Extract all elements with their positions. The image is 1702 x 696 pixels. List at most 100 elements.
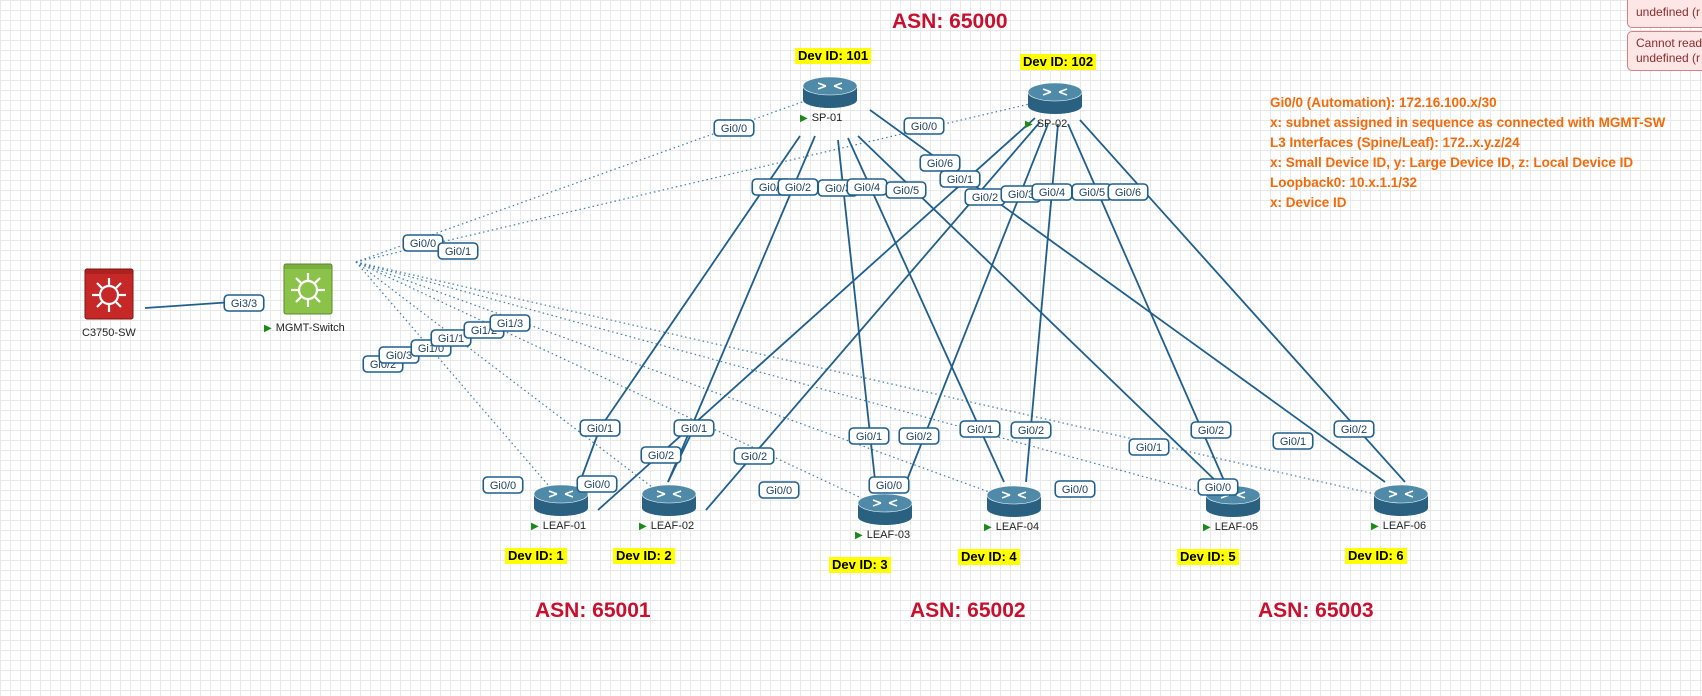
- port-label-box: [437, 242, 479, 260]
- error-toast-text: undefined (r: [1636, 51, 1701, 65]
- port-label[interactable]: Gi0/2: [898, 427, 940, 445]
- node-name-text: SP-01: [811, 112, 843, 124]
- port-label[interactable]: Gi0/2: [777, 178, 819, 196]
- node-name-label[interactable]: ▶SP-01: [800, 112, 842, 124]
- port-label-box: [1054, 480, 1096, 498]
- port-label[interactable]: Gi0/2: [1010, 421, 1052, 439]
- port-label[interactable]: Gi0/0: [758, 481, 800, 499]
- port-label[interactable]: Gi0/4: [846, 178, 888, 196]
- port-label[interactable]: Gi0/4: [1031, 183, 1073, 201]
- port-label-text: Gi0/1: [967, 424, 993, 436]
- node-name-label[interactable]: ▶LEAF-06: [1371, 520, 1426, 532]
- link-sp02-leaf03[interactable]: [904, 123, 1049, 486]
- node-name-label[interactable]: ▶LEAF-03: [855, 529, 910, 541]
- router-arrow: [564, 493, 574, 498]
- port-label[interactable]: Gi0/2: [1190, 421, 1232, 439]
- link-mgmt-leaf02[interactable]: [355, 261, 670, 501]
- port-label-text: Gi0/0: [490, 480, 516, 492]
- port-label[interactable]: Gi0/0: [402, 234, 444, 252]
- asn-label-leaf-group-3: ASN: 65003: [1258, 599, 1374, 622]
- node-leaf04[interactable]: [986, 485, 1042, 517]
- node-leaf06[interactable]: [1373, 484, 1429, 516]
- node-leaf03[interactable]: [857, 493, 913, 525]
- router-top: [641, 484, 697, 504]
- dev-id-badge: Dev ID: 4: [958, 549, 1020, 565]
- router-base: [858, 509, 912, 525]
- node-mgmt[interactable]: [283, 263, 333, 315]
- link-sp02-leaf02[interactable]: [705, 121, 1041, 511]
- dev-id-badge: Dev ID: 1: [505, 548, 567, 564]
- link-mgmt-leaf01[interactable]: [355, 261, 562, 501]
- port-label[interactable]: Gi0/0: [482, 476, 524, 494]
- node-leaf02[interactable]: [641, 484, 697, 516]
- port-label[interactable]: Gi0/0: [903, 117, 945, 135]
- port-label[interactable]: Gi3/3: [223, 294, 265, 312]
- port-label[interactable]: Gi0/1: [579, 419, 621, 437]
- link-mgmt-leaf05[interactable]: [355, 261, 1234, 502]
- port-label-text: Gi0/1: [856, 431, 882, 443]
- port-label[interactable]: Gi0/5: [885, 181, 927, 199]
- error-toast-text: undefined (r: [1636, 5, 1701, 19]
- port-label[interactable]: Gi0/1: [959, 420, 1001, 438]
- link-mgmt-leaf03[interactable]: [355, 261, 886, 510]
- port-label[interactable]: Gi0/2: [1333, 420, 1375, 438]
- port-label[interactable]: Gi0/2: [964, 188, 1006, 206]
- router-arrow: [1042, 88, 1052, 93]
- switch-emblem-arrow: [115, 301, 122, 308]
- port-label[interactable]: Gi1/3: [489, 314, 531, 332]
- port-label[interactable]: Gi0/1: [673, 419, 715, 437]
- router-arrow: [872, 502, 882, 507]
- port-label[interactable]: Gi0/0: [1054, 480, 1096, 498]
- asn-label-leaf-group-2: ASN: 65002: [910, 599, 1026, 622]
- port-label-box: [673, 419, 715, 437]
- link-segment-sp01-leaf01[interactable]: [579, 427, 601, 483]
- node-name-label[interactable]: ▶LEAF-05: [1203, 521, 1258, 533]
- router-arrow: [1236, 494, 1246, 499]
- port-label[interactable]: Gi0/5: [1071, 183, 1113, 201]
- node-name-label[interactable]: ▶LEAF-04: [984, 521, 1039, 533]
- port-label-box: [713, 119, 755, 137]
- port-label[interactable]: Gi0/1: [437, 242, 479, 260]
- link-mgmt-leaf06[interactable]: [355, 261, 1402, 501]
- nodes-layer: [84, 76, 1429, 525]
- node-name-label[interactable]: ▶SP-02: [1025, 118, 1067, 130]
- error-toast[interactable]: Cannot read undefined (r: [1627, 31, 1702, 71]
- node-sp01[interactable]: [802, 76, 858, 108]
- note-line: L3 Interfaces (Spine/Leaf): 172..x.y.z/2…: [1270, 135, 1520, 150]
- switch-emblem-arrow: [295, 296, 302, 303]
- node-name-label[interactable]: C3750-SW: [82, 327, 136, 339]
- port-label[interactable]: Gi0/6: [1107, 183, 1149, 201]
- node-leaf01[interactable]: [533, 484, 589, 516]
- port-label-text: Gi0/2: [648, 450, 674, 462]
- port-label[interactable]: Gi0/0: [713, 119, 755, 137]
- dev-id-badge: Dev ID: 101: [795, 48, 872, 64]
- link-mgmt-leaf04[interactable]: [355, 261, 1015, 502]
- port-label[interactable]: Gi0/0: [868, 476, 910, 494]
- node-name-label[interactable]: ▶LEAF-01: [531, 520, 586, 532]
- port-label-text: Gi0/2: [1198, 425, 1224, 437]
- port-label[interactable]: Gi0/2: [640, 446, 682, 464]
- node-c3750[interactable]: [84, 268, 134, 320]
- port-label[interactable]: Gi0/6: [919, 154, 961, 172]
- port-label[interactable]: Gi0/1: [848, 427, 890, 445]
- node-sp02[interactable]: [1027, 82, 1083, 114]
- port-label[interactable]: Gi0/1: [1128, 438, 1170, 456]
- router-arrow: [888, 499, 898, 504]
- port-label[interactable]: Gi0/1: [939, 170, 981, 188]
- node-name-label[interactable]: ▶MGMT-Switch: [264, 322, 345, 334]
- port-label[interactable]: Gi1/1: [430, 329, 472, 347]
- error-toast[interactable]: undefined (r: [1627, 0, 1702, 28]
- port-label[interactable]: Gi0/3: [378, 346, 420, 364]
- port-label-text: Gi0/1: [947, 174, 973, 186]
- port-label-box: [898, 427, 940, 445]
- node-name-label[interactable]: ▶LEAF-02: [639, 520, 694, 532]
- port-label[interactable]: Gi0/0: [1197, 478, 1239, 496]
- switch-emblem: [297, 279, 319, 301]
- router-arrow: [1058, 88, 1068, 93]
- router-arrow: [1388, 490, 1398, 495]
- port-label[interactable]: Gi0/2: [733, 447, 775, 465]
- running-icon: ▶: [264, 323, 272, 334]
- port-label[interactable]: Gi0/0: [576, 475, 618, 493]
- port-label[interactable]: Gi0/1: [1272, 432, 1314, 450]
